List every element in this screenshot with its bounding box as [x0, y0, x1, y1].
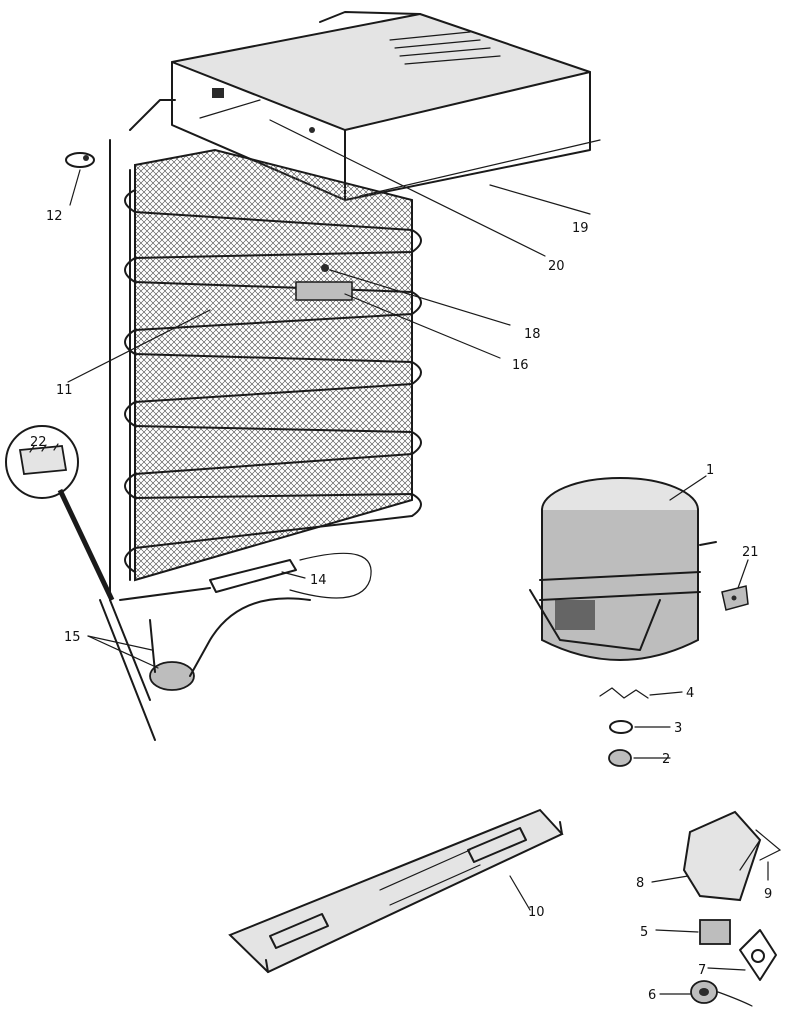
- label-1: 1: [706, 463, 714, 478]
- clamp-part: [65, 152, 95, 168]
- label-5: 5: [640, 925, 648, 940]
- label-7: 7: [698, 963, 706, 978]
- clip-part: [599, 687, 649, 699]
- label-15: 15: [64, 630, 81, 645]
- connector-callout: [5, 425, 115, 602]
- mount-clip-part: [721, 585, 749, 611]
- thermostat-part: [149, 597, 311, 691]
- label-6: 6: [648, 988, 656, 1003]
- label-18: 18: [524, 327, 541, 342]
- overload-part: [690, 980, 753, 1007]
- bracket-part: [739, 929, 777, 981]
- label-4: 4: [686, 686, 694, 701]
- condenser-coil: [99, 99, 422, 741]
- drier-part: [119, 552, 372, 601]
- sleeve-part: [609, 720, 633, 734]
- labels: 1 2 3 4 5 6 7 8 9 10 11 12 14 15 16 18 1…: [30, 209, 772, 1003]
- label-19: 19: [572, 221, 589, 236]
- label-8: 8: [636, 876, 644, 891]
- label-3: 3: [674, 721, 682, 736]
- drain-pan-part: [228, 808, 564, 974]
- relay-part: [699, 919, 731, 945]
- label-14: 14: [310, 573, 327, 588]
- label-2: 2: [662, 752, 670, 767]
- label-21: 21: [742, 545, 759, 560]
- label-11: 11: [56, 383, 73, 398]
- label-20: 20: [548, 259, 565, 274]
- cover-part: [682, 810, 782, 902]
- label-9: 9: [764, 887, 772, 902]
- top-cover: [171, 11, 601, 201]
- label-10: 10: [528, 905, 545, 920]
- label-16: 16: [512, 358, 529, 373]
- leader-lines: [67, 119, 769, 995]
- compressor-part: [529, 477, 717, 661]
- grommet-part: [608, 749, 632, 767]
- label-22: 22: [30, 435, 47, 450]
- label-12: 12: [46, 209, 63, 224]
